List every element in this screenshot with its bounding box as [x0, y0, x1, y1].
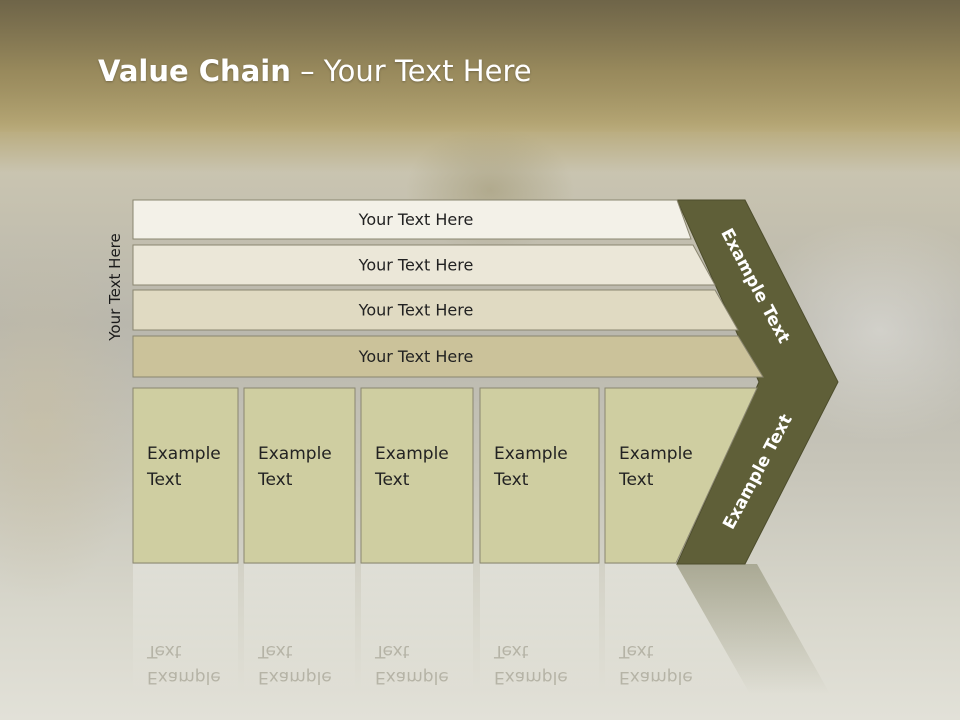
reflection-column-5 [605, 564, 750, 694]
row-label-1: Your Text Here [358, 210, 474, 229]
reflection-text-3-a: Example [375, 667, 449, 687]
reflection-text-1-a: Example [147, 667, 221, 687]
reflection-text-2-a: Example [258, 667, 332, 687]
title-rest: – Your Text Here [290, 54, 532, 88]
slide-title: Value Chain – Your Text Here [98, 54, 532, 88]
chevron-arrow [676, 199, 839, 565]
row-band-3 [132, 289, 739, 331]
reflection-text-5-b: Text [618, 641, 654, 661]
row-label-4: Your Text Here [358, 347, 474, 366]
reflection-chevron [676, 564, 830, 694]
column-box-2 [243, 387, 356, 564]
reflection-text-4-b: Text [493, 641, 529, 661]
column-box-5 [604, 387, 758, 564]
column-4-line-1: Example [494, 444, 568, 464]
title-bold: Value Chain [98, 54, 291, 88]
reflection-column-3 [361, 564, 473, 694]
column-3-line-1: Example [375, 444, 449, 464]
row-band-4 [132, 335, 764, 378]
row-label-3: Your Text Here [358, 301, 474, 320]
reflection-text-1-b: Text [146, 641, 182, 661]
column-box-4 [479, 387, 600, 564]
column-5-line-1: Example [619, 444, 693, 464]
reflection-text-2-b: Text [257, 641, 293, 661]
reflection-text-3-b: Text [374, 641, 410, 661]
row-band-1 [132, 199, 692, 240]
reflection-text-5-a: Example [619, 667, 693, 687]
column-box-1 [132, 387, 239, 564]
column-3-line-2: Text [374, 470, 410, 490]
column-1-line-1: Example [147, 444, 221, 464]
column-box-3 [360, 387, 474, 564]
reflection-column-1 [133, 564, 238, 694]
title-bar [0, 0, 960, 132]
column-2-line-2: Text [257, 470, 293, 490]
reflection-text-4-a: Example [494, 667, 568, 687]
column-1-line-2: Text [146, 470, 182, 490]
reflection-column-2 [244, 564, 355, 694]
column-2-line-1: Example [258, 444, 332, 464]
column-4-line-2: Text [493, 470, 529, 490]
reflection-column-4 [480, 564, 599, 694]
column-5-line-2: Text [618, 470, 654, 490]
row-label-2: Your Text Here [358, 256, 474, 275]
row-band-2 [132, 244, 716, 286]
